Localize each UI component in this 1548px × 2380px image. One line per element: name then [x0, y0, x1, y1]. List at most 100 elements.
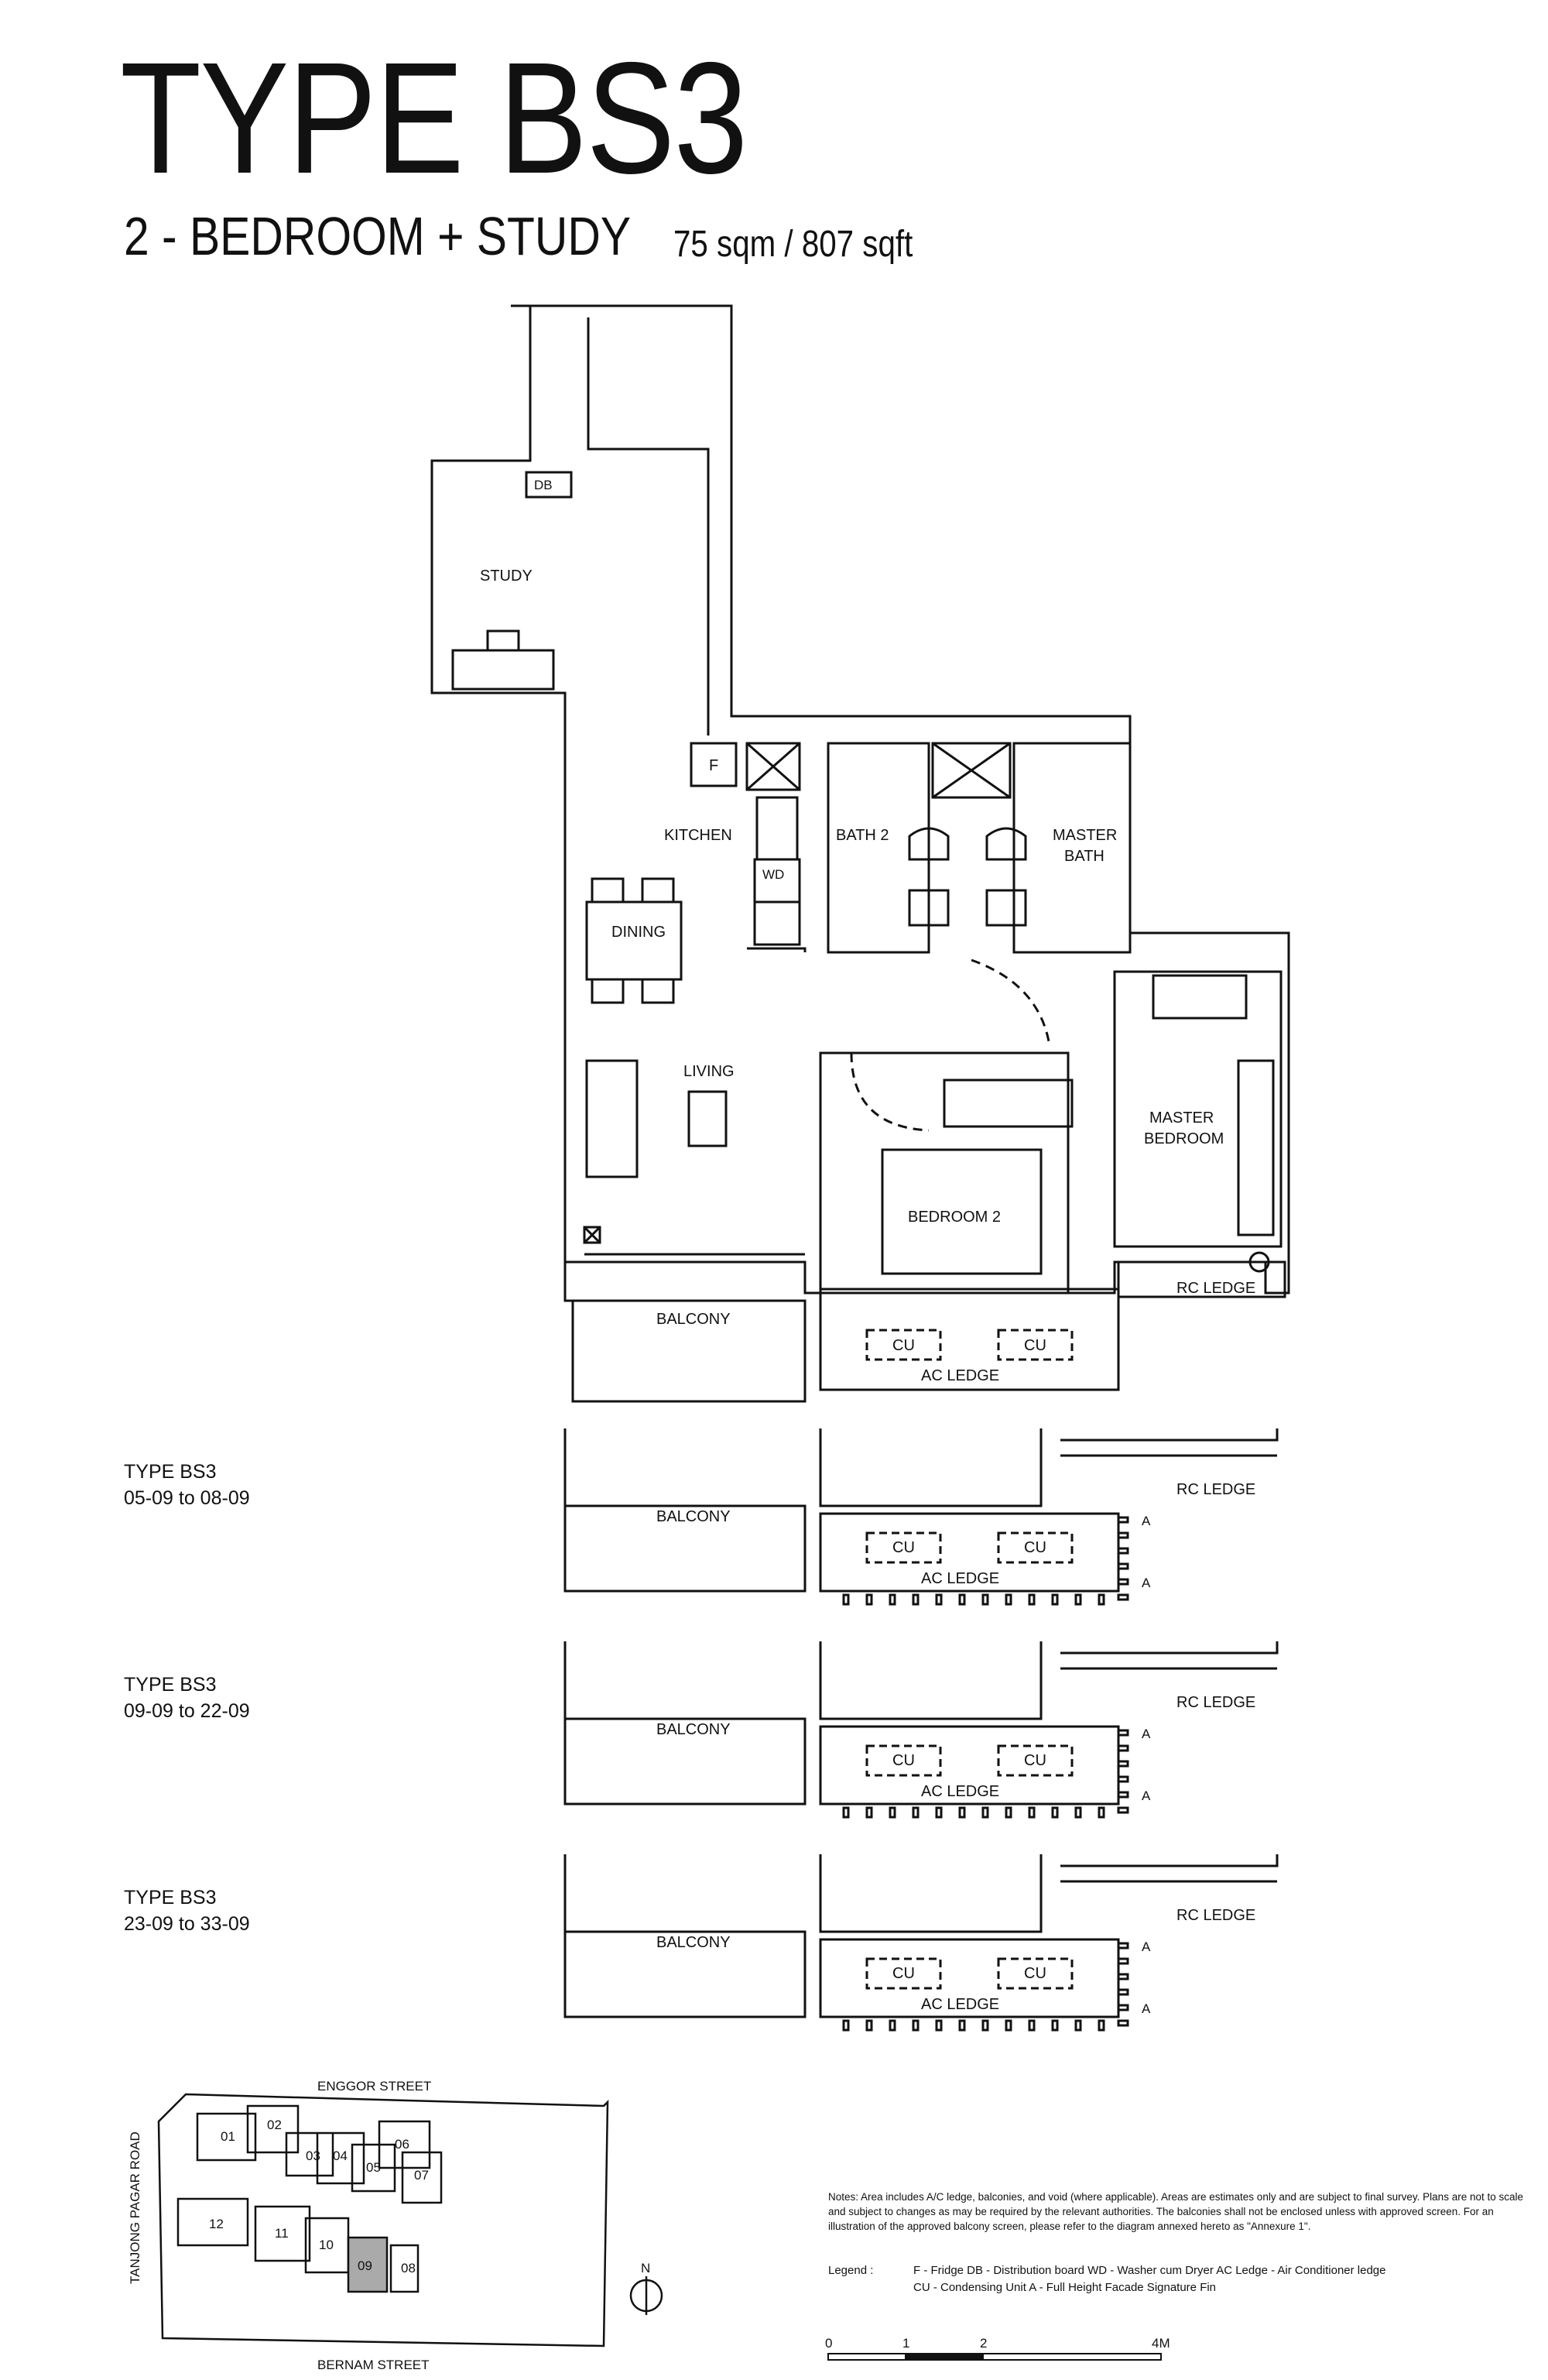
- variant-fin: [1028, 1593, 1036, 1606]
- label-wd: WD: [762, 867, 784, 882]
- label-master-bedroom-2: BEDROOM: [1144, 1130, 1224, 1147]
- site-block-04: 04: [333, 2149, 348, 2163]
- variant-cu-1: [865, 1957, 942, 1990]
- legend-title: Legend :: [828, 2264, 874, 2277]
- variant-fin: [1098, 2019, 1105, 2032]
- plan-subtitle: 2 - BEDROOM + STUDY: [124, 206, 632, 266]
- label-rc-ledge: RC LEDGE: [1176, 1481, 1255, 1498]
- inner-wall: [430, 306, 567, 1289]
- variant-fin: [1117, 1942, 1129, 1950]
- variant-fin: [935, 1806, 943, 1819]
- site-plan: [157, 2093, 663, 2347]
- variant-fin: [1117, 1593, 1129, 1601]
- variant-fin: [958, 1806, 966, 1819]
- label-rc-ledge: RC LEDGE: [1176, 1694, 1255, 1711]
- notes: Notes: Area includes A/C ledge, balconie…: [828, 2191, 1524, 2233]
- shaft-cross: [746, 742, 800, 791]
- variant-cu-2: [997, 1531, 1074, 1564]
- variant-fin: [1117, 1531, 1129, 1539]
- variant-cu-2: [997, 1957, 1074, 1990]
- study-chair: [486, 629, 520, 652]
- label-fin: A: [1142, 2001, 1151, 2016]
- cu-2: [997, 1329, 1074, 1361]
- variant-fin: [912, 2019, 920, 2032]
- label-balcony: BALCONY: [656, 1934, 731, 1951]
- study-desk: [451, 649, 555, 691]
- scale-tick: 0: [825, 2336, 832, 2351]
- variant-fin: [842, 1806, 850, 1819]
- label-cu-2: CU: [1024, 1752, 1046, 1769]
- variant-fin: [1074, 1593, 1082, 1606]
- scale-tick: 4M: [1152, 2336, 1170, 2351]
- variant-fin: [981, 1806, 989, 1819]
- label-kitchen: KITCHEN: [664, 827, 732, 844]
- variant-1: TYPE BS3 05-09 to 08-09: [124, 1459, 250, 1512]
- variant-units: 05-09 to 08-09: [124, 1487, 250, 1509]
- site-block-03: 03: [306, 2149, 320, 2163]
- legend: Legend : F - Fridge DB - Distribution boa…: [828, 2262, 1386, 2296]
- unit-area: 75 sqm / 807 sqft: [673, 224, 913, 265]
- variant-type: TYPE BS3: [124, 1887, 217, 1908]
- dining-table: [585, 900, 683, 981]
- master-bath-walls: [1012, 742, 1132, 954]
- site-block-09: 09: [358, 2258, 372, 2273]
- variant-fin: [842, 1593, 850, 1606]
- cu-1: [865, 1329, 942, 1361]
- variant-fin: [1074, 2019, 1082, 2032]
- label-fin: A: [1142, 1576, 1151, 1590]
- variant-room-walls: [819, 1641, 1043, 1720]
- label-cu-2: CU: [1024, 1539, 1046, 1556]
- variant-fin: [935, 1593, 943, 1606]
- variant-fin: [1117, 1729, 1129, 1737]
- variant-fin: [1074, 1806, 1082, 1819]
- bath-shaft: [931, 742, 1012, 799]
- db-box: [525, 471, 573, 499]
- legend-row-1: F - Fridge DB - Distribution board WD - …: [913, 2264, 1386, 2277]
- variant-fin: [1005, 1806, 1012, 1819]
- variant-fin: [1117, 1578, 1129, 1586]
- label-ac-ledge: AC LEDGE: [921, 1367, 999, 1384]
- coffee-table: [687, 1090, 728, 1147]
- label-balcony: BALCONY: [656, 1311, 731, 1328]
- label-ac-ledge: AC LEDGE: [921, 1783, 999, 1800]
- variant-fin: [935, 2019, 943, 2032]
- variant-fin: [1117, 2019, 1129, 2027]
- balcony-main: [571, 1299, 807, 1403]
- variant-fin: [1028, 2019, 1036, 2032]
- variant-fin: [865, 2019, 873, 2032]
- label-master-bath-2: BATH: [1064, 848, 1104, 865]
- variant-fin: [1051, 2019, 1059, 2032]
- variant-fin: [958, 1593, 966, 1606]
- variant-fin: [1117, 1547, 1129, 1555]
- label-fin: A: [1142, 1788, 1151, 1803]
- variant-balcony: [563, 1428, 807, 1593]
- variant-type: TYPE BS3: [124, 1461, 217, 1483]
- plan-title: TYPE BS3: [120, 29, 748, 207]
- rc-ledge-main: [1117, 1260, 1286, 1298]
- label-ac-ledge: AC LEDGE: [921, 1570, 999, 1587]
- label-db: DB: [534, 478, 553, 492]
- variant-fin: [1117, 2004, 1129, 2011]
- variant-fin: [1117, 1516, 1129, 1524]
- north-label: N: [641, 2261, 650, 2275]
- label-rc-ledge: RC LEDGE: [1176, 1280, 1255, 1297]
- bed-b2: [881, 1148, 1043, 1275]
- variant-fin: [842, 2019, 850, 2032]
- variant-fin: [1117, 1791, 1129, 1799]
- site-block-07: 07: [414, 2168, 429, 2183]
- road-west: TANJONG PAGAR ROAD: [128, 2131, 142, 2284]
- label-living: LIVING: [683, 1063, 735, 1080]
- variant-fin: [889, 1806, 896, 1819]
- corridor-wall: [587, 317, 710, 736]
- variant-fin: [981, 2019, 989, 2032]
- scale-tick: 1: [902, 2336, 909, 2351]
- variant-fin: [1051, 1593, 1059, 1606]
- sofa: [585, 1059, 639, 1178]
- kitchen-wall: [747, 947, 807, 952]
- wc-1: [908, 889, 950, 927]
- bath2-walls: [827, 742, 930, 954]
- site-block-11: 11: [275, 2226, 289, 2241]
- variant-fin: [912, 1806, 920, 1819]
- variant-cu-2: [997, 1744, 1074, 1777]
- label-balcony: BALCONY: [656, 1508, 731, 1525]
